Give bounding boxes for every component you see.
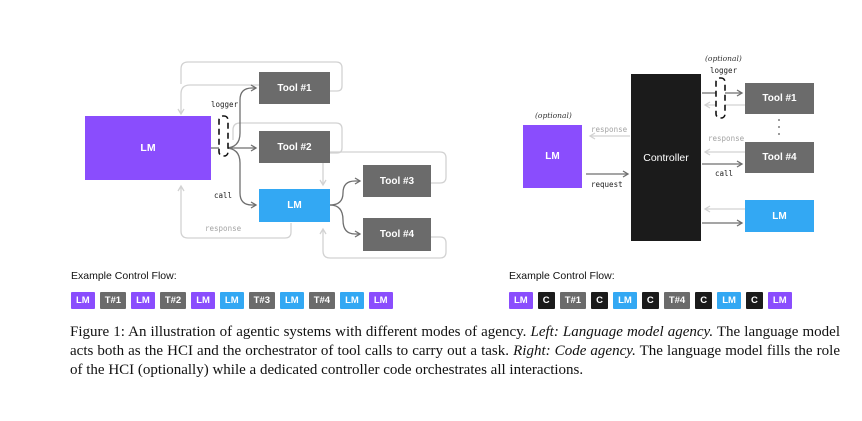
- controller-label: Controller: [643, 151, 689, 164]
- tool-1-box: Tool #1: [259, 72, 330, 104]
- tool-4-box: Tool #4: [363, 218, 431, 251]
- right-flow-chip: LM: [613, 292, 637, 309]
- right-flow-chip: C: [745, 292, 763, 309]
- right-tool-1-box: Tool #1: [745, 83, 814, 114]
- right-response-right-label: response: [708, 134, 745, 143]
- right-logger-label: logger: [710, 66, 738, 75]
- tool-2-box: Tool #2: [259, 131, 330, 163]
- left-flow-chip: T#2: [159, 292, 187, 309]
- lm-agent-box: LM: [85, 116, 211, 180]
- right-flow-chip: T#4: [663, 292, 691, 309]
- left-flow-title: Example Control Flow:: [71, 270, 177, 282]
- right-flow-chip: C: [591, 292, 609, 309]
- right-flow-chip: LM: [509, 292, 533, 309]
- left-flow-chip: T#3: [248, 292, 275, 309]
- inner-lm-label: LM: [287, 200, 302, 211]
- tool-3-box: Tool #3: [363, 165, 431, 197]
- left-flow-chip: LM: [219, 292, 244, 309]
- figure-caption: Figure 1: An illustration of agentic sys…: [70, 323, 840, 381]
- controller-box: Controller: [631, 74, 701, 241]
- lm-agent-label: LM: [140, 142, 156, 154]
- right-blue-lm-label: LM: [772, 210, 787, 222]
- left-flow-chip: LM: [280, 292, 304, 309]
- lm-optional-label: (optional): [535, 111, 572, 120]
- tool-1-label: Tool #1: [277, 82, 312, 94]
- right-flow-chip: T#1: [559, 292, 587, 309]
- right-tool-1-label: Tool #1: [762, 93, 797, 104]
- left-flow-chip: LM: [368, 292, 393, 309]
- right-blue-lm-box: LM: [745, 200, 814, 232]
- left-flow-chip: T#4: [308, 292, 336, 309]
- tool-3-label: Tool #3: [379, 175, 415, 187]
- left-flow-chip: LM: [340, 292, 364, 309]
- logger-label: logger: [211, 100, 239, 109]
- right-flow-chip: C: [537, 292, 555, 309]
- optional-lm-box: LM: [523, 125, 582, 188]
- optional-lm-label: LM: [545, 151, 560, 162]
- call-label: call: [214, 191, 233, 200]
- right-flow-chip: C: [641, 292, 659, 309]
- inner-lm-box: LM: [259, 189, 330, 222]
- left-flow-chip: LM: [71, 292, 95, 309]
- tool-2-label: Tool #2: [277, 141, 312, 153]
- right-flow-chip: LM: [767, 292, 792, 309]
- request-label: request: [591, 180, 623, 189]
- left-flow-chip: LM: [131, 292, 155, 309]
- caption-right-text: The language model fills the role of the…: [70, 343, 840, 379]
- left-flow-chip: T#1: [99, 292, 127, 309]
- right-tool-4-box: Tool #4: [745, 142, 814, 173]
- logger-optional-label: (optional): [705, 54, 742, 63]
- caption-right-title: Right: Code agency.: [513, 343, 636, 360]
- right-flow-title: Example Control Flow:: [509, 270, 615, 282]
- right-tool-4-label: Tool #4: [762, 152, 797, 163]
- right-response-label: response: [591, 125, 628, 134]
- caption-prefix: Figure 1: An illustration of agentic sys…: [70, 324, 531, 340]
- right-flow-chip: C: [695, 292, 713, 309]
- caption-left-title: Left: Language model agency.: [530, 324, 714, 340]
- tool-4-label: Tool #4: [379, 229, 415, 240]
- right-flow-chip: LM: [717, 292, 741, 309]
- response-label: response: [205, 224, 242, 233]
- right-call-label: call: [715, 169, 734, 178]
- caption-left-text: The language model acts both as the HCI …: [70, 324, 841, 360]
- left-flow-chip: LM: [191, 292, 215, 309]
